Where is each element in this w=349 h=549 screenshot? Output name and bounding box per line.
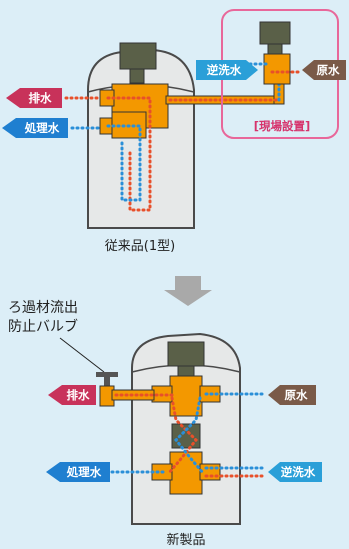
- conventional-motor-neck: [129, 68, 145, 84]
- conventional-flow-blue: [106, 124, 142, 202]
- conventional-motor: [119, 42, 157, 70]
- pentagon-arrow-icon: [302, 60, 346, 80]
- pentagon-arrow-icon: [48, 385, 96, 405]
- new-drain-arrow: 排水: [48, 385, 96, 405]
- site-backwash-arrow: 逆洗水: [196, 60, 258, 80]
- pentagon-arrow-icon: [2, 118, 68, 138]
- new-raw-water-label: 原水: [285, 388, 308, 402]
- conventional-flow-red: [106, 96, 152, 212]
- site-raw-water-label: 原水: [317, 63, 340, 77]
- new-internal-flow-red: [166, 396, 199, 476]
- new-raw-water-arrow: 原水: [268, 385, 316, 405]
- conventional-treated-label: 処理水: [24, 121, 60, 135]
- new-internal-flow-blue: [173, 396, 206, 476]
- new-drain-label: 排水: [67, 388, 90, 402]
- new-backwash-arrow: 逆洗水: [268, 462, 322, 482]
- new-lower-right-port: [199, 463, 221, 481]
- site-valve: [263, 53, 291, 85]
- new-product: ろ過材流出 防止バルブ 排水: [8, 300, 322, 548]
- site-raw-water-arrow: 原水: [302, 60, 346, 80]
- pentagon-arrow-icon: [268, 385, 316, 405]
- new-motor: [167, 341, 205, 367]
- anti-outflow-valve-handle: [96, 372, 118, 377]
- new-product-caption: 新製品: [166, 532, 205, 548]
- down-arrow-icon: [164, 276, 212, 306]
- new-middle-motor: [171, 423, 201, 449]
- site-motor-neck: [267, 43, 283, 55]
- pentagon-arrow-icon: [196, 60, 258, 80]
- conventional-drain-arrow: 排水: [6, 88, 62, 108]
- pentagon-arrow-icon: [268, 462, 322, 482]
- conventional-treated-arrow: 処理水: [2, 118, 68, 138]
- new-backwash-label: 逆洗水: [281, 465, 316, 479]
- conventional-drain-label: 排水: [29, 91, 52, 105]
- site-backwash-label: 逆洗水: [207, 63, 242, 77]
- anti-outflow-valve-note-line1: ろ過材流出: [8, 300, 78, 316]
- pentagon-arrow-icon: [46, 462, 110, 482]
- anti-outflow-valve-leader: [59, 337, 105, 373]
- site-motor: [259, 21, 291, 45]
- new-treated-label: 処理水: [66, 465, 102, 479]
- conventional-caption: 従来品(1型): [105, 239, 175, 254]
- site-installation-label: [現場設置]: [254, 119, 311, 133]
- new-treated-arrow: 処理水: [46, 462, 110, 482]
- new-motor-neck: [177, 365, 195, 377]
- pentagon-arrow-icon: [6, 88, 62, 108]
- anti-outflow-valve-note-line2: 防止バルブ: [8, 318, 78, 335]
- anti-outflow-valve-stem: [104, 376, 110, 386]
- conventional-product: [現場設置] 排水 処理水 逆洗水 原水 従来品(1型): [2, 9, 346, 254]
- new-lower-valve: [169, 451, 203, 495]
